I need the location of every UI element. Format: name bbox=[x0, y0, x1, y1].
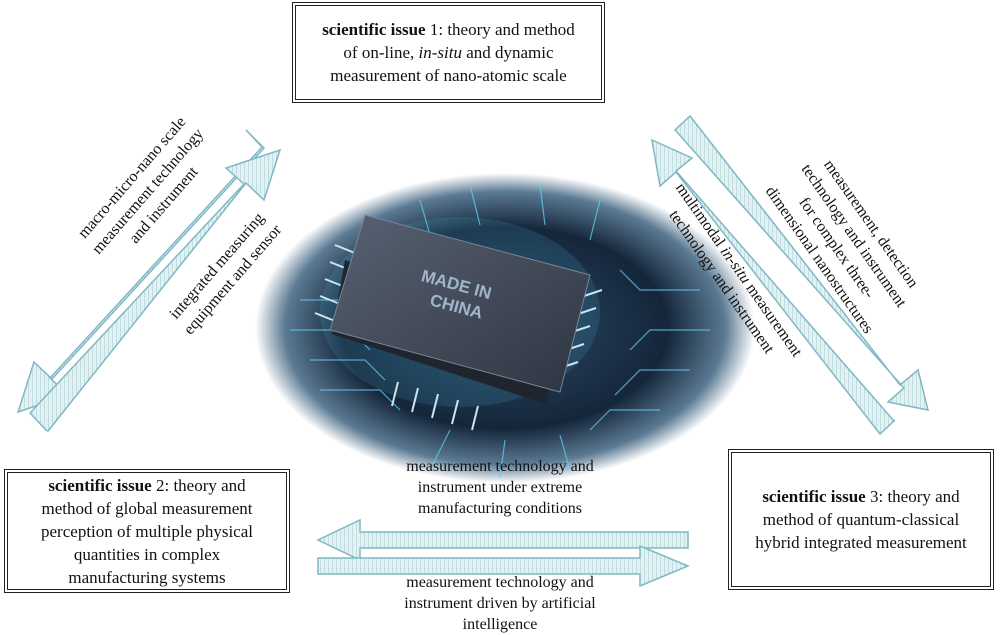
issue1-line2a: of on-line, bbox=[343, 43, 419, 62]
label-artificial-intelligence: measurement technology and instrument dr… bbox=[340, 572, 660, 635]
label-line: intelligence bbox=[462, 616, 538, 633]
issue2-line3: perception of multiple physical bbox=[41, 521, 253, 541]
left-arrow-inner bbox=[28, 148, 282, 432]
issue1-heading: scientific issue bbox=[322, 20, 426, 39]
chip-body bbox=[329, 214, 591, 393]
scientific-issue-3-box: scientific issue 3: theory and method of… bbox=[728, 449, 994, 590]
left-arrow-outer bbox=[16, 129, 266, 414]
issue1-line2b: and dynamic bbox=[461, 43, 554, 62]
issue1-line3: measurement of nano-atomic scale bbox=[330, 66, 567, 85]
issue1-line1: 1: theory and method bbox=[425, 20, 575, 39]
issue3-heading: scientific issue bbox=[762, 487, 866, 506]
issue2-heading: scientific issue bbox=[48, 475, 152, 495]
issue2-line2: method of global measurement bbox=[41, 498, 253, 518]
label-line: manufacturing conditions bbox=[418, 500, 582, 517]
issue2-line5: manufacturing systems bbox=[68, 567, 226, 587]
issue3-line3: hybrid integrated measurement bbox=[755, 533, 967, 552]
issue1-line2-italic: in-situ bbox=[418, 43, 462, 62]
chip-illustration: MADE IN CHINA bbox=[255, 173, 755, 483]
bottom-arrow-left bbox=[316, 518, 689, 562]
scientific-issue-2-box: scientific issue 2: theory and method of… bbox=[4, 469, 290, 593]
issue2-line4: quantities in complex bbox=[73, 544, 221, 564]
issue2-line1: 2: theory and bbox=[151, 475, 246, 495]
bottom-arrow-right bbox=[317, 544, 690, 588]
label-line: measurement technology and bbox=[406, 574, 594, 591]
label-line: measurement technology and bbox=[406, 458, 594, 475]
label-extreme-conditions: measurement technology and instrument un… bbox=[340, 456, 660, 519]
right-arrow-outer bbox=[673, 114, 930, 411]
label-line: instrument driven by artificial bbox=[404, 595, 596, 612]
scientific-issue-1-box: scientific issue 1: theory and method of… bbox=[292, 2, 605, 103]
issue3-line2: method of quantum-classical bbox=[762, 510, 960, 529]
label-line: instrument under extreme bbox=[417, 479, 583, 496]
right-arrow-inner bbox=[651, 138, 896, 436]
issue3-line1: 3: theory and bbox=[865, 487, 960, 506]
